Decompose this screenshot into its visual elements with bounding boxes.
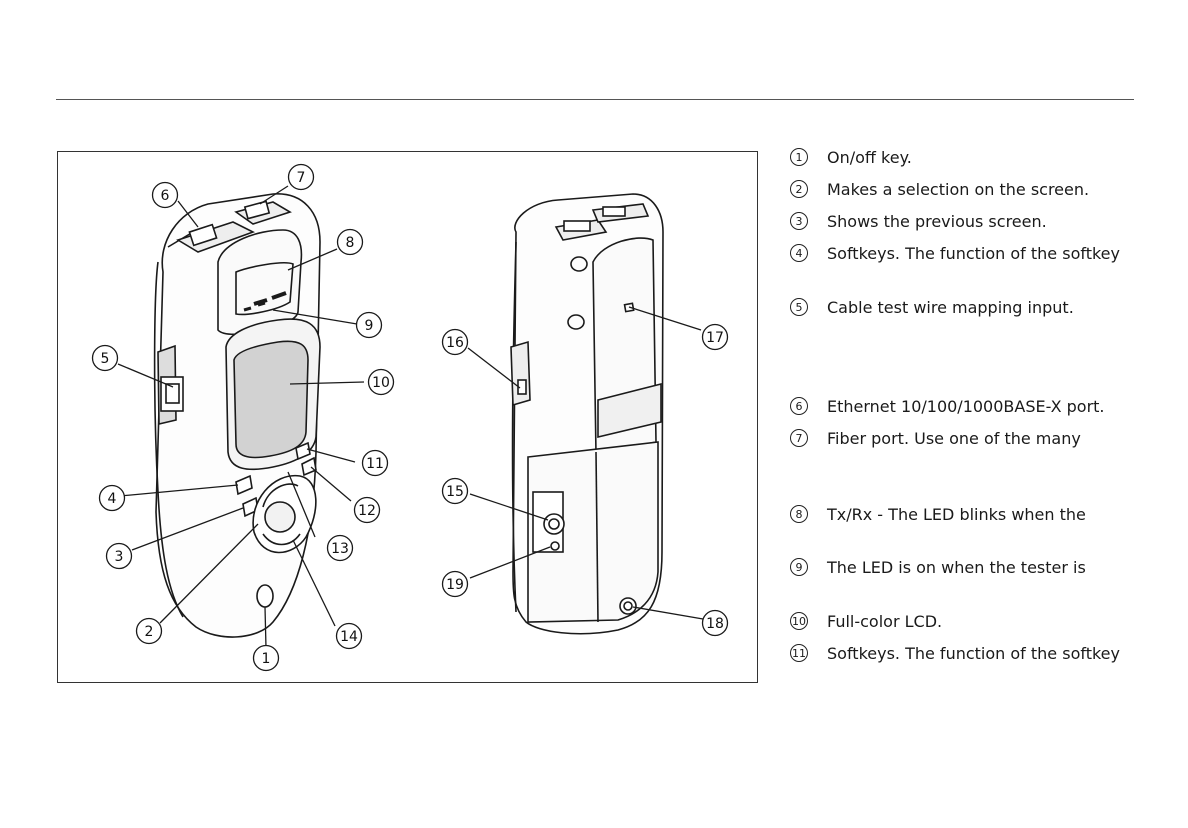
legend-text: Full-color LCD.	[827, 611, 943, 631]
front-device-drawing	[153, 193, 321, 638]
callout-1	[252, 644, 280, 672]
callout-16	[441, 328, 469, 356]
legend-item-4: 4 Softkeys. The function of the softkey	[790, 241, 1120, 265]
callout-6	[151, 181, 179, 209]
callout-numbers: 6 7 8 9 10 5 11 12 13 4 3 2 14 1 16 17 1…	[101, 170, 724, 667]
legend-item-6: 6 Ethernet 10/100/1000BASE-X port.	[790, 394, 1105, 418]
callout-4-number: 4	[108, 491, 117, 507]
callout-12-number: 12	[358, 503, 376, 519]
callout-14-number: 14	[340, 629, 358, 645]
callout-15-number: 15	[446, 484, 464, 500]
callout-9	[355, 311, 383, 339]
callout-19-number: 19	[446, 577, 464, 593]
callout-8-number: 8	[346, 235, 355, 251]
legend-text: Softkeys. The function of the softkey	[827, 243, 1120, 263]
callout-7-number: 7	[297, 170, 306, 186]
callout-15	[441, 477, 469, 505]
legend-number: 2	[790, 180, 808, 198]
callout-11	[361, 449, 389, 477]
legend-number: 9	[790, 558, 808, 576]
legend-text: Fiber port. Use one of the many	[827, 428, 1081, 448]
callout-6-number: 6	[161, 188, 170, 204]
header-rule	[56, 99, 1134, 100]
callout-7	[287, 163, 315, 191]
callout-10-number: 10	[372, 375, 390, 391]
legend-number: 4	[790, 244, 808, 262]
legend-text: Makes a selection on the screen.	[827, 179, 1090, 199]
callout-1-number: 1	[262, 651, 271, 667]
legend-number: 7	[790, 429, 808, 447]
legend-number: 8	[790, 505, 808, 523]
callout-10	[367, 368, 395, 396]
legend-number: 10	[790, 612, 808, 630]
tester-illustration: 6 7 8 9 10 5 11 12 13 4 3 2 14 1 16 17 1…	[91, 163, 729, 672]
tester-figure: 6 7 8 9 10 5 11 12 13 4 3 2 14 1 16 17 1…	[57, 151, 758, 683]
legend-item-5: 5 Cable test wire mapping input.	[790, 295, 1074, 319]
callout-3	[105, 542, 133, 570]
legend-number: 5	[790, 298, 808, 316]
legend-item-9: 9 The LED is on when the tester is	[790, 555, 1086, 579]
callout-18	[701, 609, 729, 637]
legend-text: Shows the previous screen.	[827, 211, 1047, 231]
callout-13	[326, 534, 354, 562]
callout-16-number: 16	[446, 335, 464, 351]
callout-3-number: 3	[115, 549, 124, 565]
legend-text: Softkeys. The function of the softkey	[827, 643, 1120, 663]
legend-item-1: 1 On/off key.	[790, 145, 912, 169]
legend-item-7: 7 Fiber port. Use one of the many	[790, 426, 1081, 450]
callout-17-number: 17	[706, 330, 724, 346]
legend-number: 3	[790, 212, 808, 230]
back-device-drawing	[510, 193, 664, 635]
legend-item-3: 3 Shows the previous screen.	[790, 209, 1047, 233]
callout-17	[701, 323, 729, 351]
legend-text: Cable test wire mapping input.	[827, 297, 1074, 317]
callout-18-number: 18	[706, 616, 724, 632]
callout-11-number: 11	[366, 456, 384, 472]
legend-number: 1	[790, 148, 808, 166]
callout-4	[98, 484, 126, 512]
legend-item-2: 2 Makes a selection on the screen.	[790, 177, 1089, 201]
legend-text: The LED is on when the tester is	[827, 557, 1086, 577]
callout-12	[353, 496, 381, 524]
callout-2	[135, 617, 163, 645]
legend-text: Tx/Rx - The LED blinks when the	[827, 504, 1086, 524]
callout-5-number: 5	[101, 351, 110, 367]
legend-item-8: 8 Tx/Rx - The LED blinks when the	[790, 502, 1086, 526]
legend-text: On/off key.	[827, 147, 912, 167]
callout-2-number: 2	[145, 624, 154, 640]
legend-number: 6	[790, 397, 808, 415]
callout-14	[335, 622, 363, 650]
callout-5	[91, 344, 119, 372]
callout-8	[336, 228, 364, 256]
legend-number: 11	[790, 644, 808, 662]
legend-item-10: 10 Full-color LCD.	[790, 609, 942, 633]
legend-item-11: 11 Softkeys. The function of the softkey	[790, 641, 1120, 665]
callout-leaders	[117, 185, 704, 649]
callout-19	[441, 570, 469, 598]
legend-text: Ethernet 10/100/1000BASE-X port.	[827, 396, 1105, 416]
callout-13-number: 13	[331, 541, 349, 557]
callout-9-number: 9	[365, 318, 374, 334]
